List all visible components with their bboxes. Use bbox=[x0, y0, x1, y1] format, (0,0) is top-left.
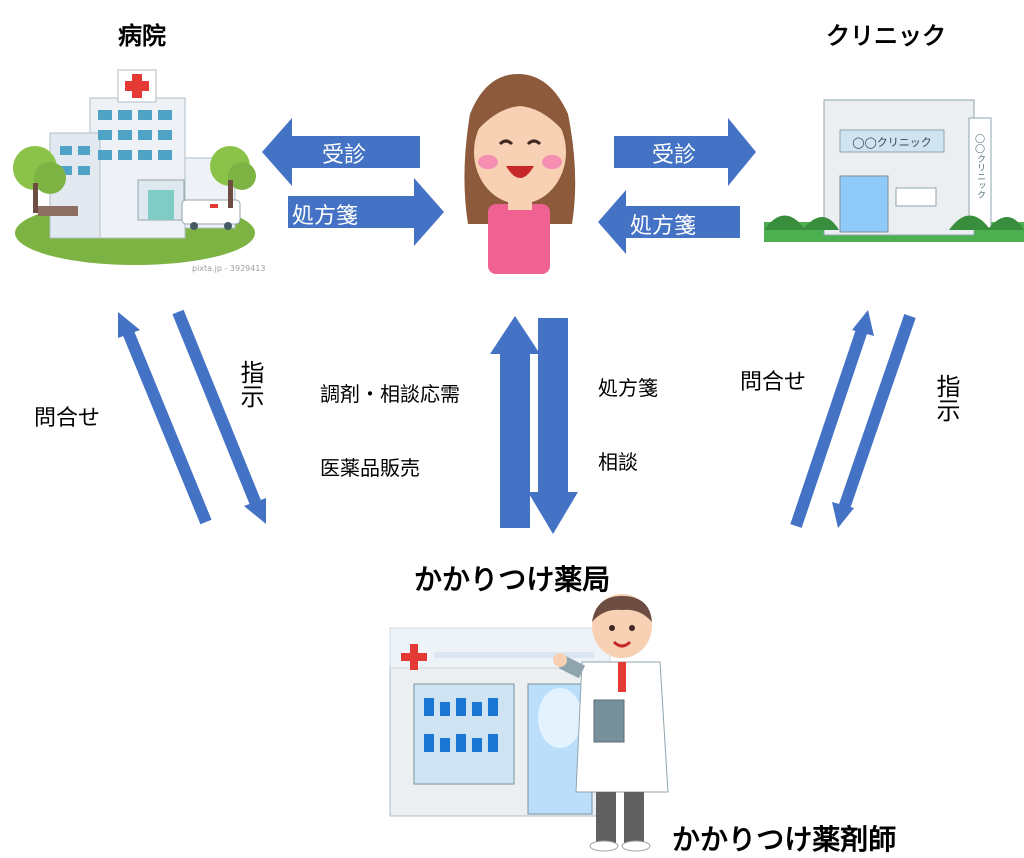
hospital-consult-label: 受診 bbox=[322, 143, 367, 168]
patient-illustration bbox=[464, 74, 576, 274]
clinic-title: クリニック bbox=[826, 22, 946, 50]
prescription-text: 処方箋 bbox=[598, 376, 658, 400]
pharmacy-illustration bbox=[389, 627, 611, 817]
dispensing-text: 調剤・相談応需 bbox=[320, 382, 460, 406]
hospital-illustration bbox=[13, 69, 256, 265]
hospital-prescription-label: 処方箋 bbox=[292, 204, 359, 229]
hospital-instruction-text: 指示 bbox=[236, 360, 264, 408]
hospital-prescription-arrow bbox=[288, 178, 444, 246]
sales-text: 医薬品販売 bbox=[320, 456, 420, 480]
pharmacy-down-arrow bbox=[538, 318, 568, 494]
pharmacist-illustration bbox=[553, 594, 669, 852]
clinic-instruction-text: 指示 bbox=[932, 374, 960, 422]
clinic-prescription-label: 処方箋 bbox=[630, 214, 697, 239]
clinic-consult-label: 受診 bbox=[652, 143, 697, 168]
clinic-inquiry-arrow bbox=[790, 328, 868, 528]
hospital-watermark: pixta.jp - 3929413 bbox=[192, 264, 266, 273]
clinic-instruction-arrow bbox=[838, 314, 916, 510]
clinic-illustration: ◯◯クリニック ◯◯クリニック bbox=[764, 99, 1024, 242]
clinic-sign: ◯◯クリニック bbox=[852, 136, 932, 149]
hospital-instruction-arrow bbox=[172, 309, 262, 507]
hospital-inquiry-text: 問合せ bbox=[34, 406, 101, 431]
clipboard-icon bbox=[593, 699, 625, 743]
pharmacist-title: かかりつけ薬剤師 bbox=[672, 823, 897, 856]
pharmacy-up-arrow bbox=[500, 352, 530, 528]
hospital-title: 病院 bbox=[118, 22, 166, 50]
clinic-consult-arrow bbox=[614, 118, 756, 186]
hospital-inquiry-arrow bbox=[122, 329, 212, 525]
consultation-text: 相談 bbox=[598, 450, 638, 474]
clinic-inquiry-text: 問合せ bbox=[740, 370, 807, 395]
pharmacy-title: かかりつけ薬局 bbox=[414, 563, 611, 596]
clinic-prescription-arrow bbox=[598, 190, 740, 254]
ambulance-icon bbox=[181, 199, 241, 225]
hospital-consult-arrow bbox=[262, 118, 420, 186]
clinic-side-sign: ◯◯クリニック bbox=[975, 134, 986, 199]
